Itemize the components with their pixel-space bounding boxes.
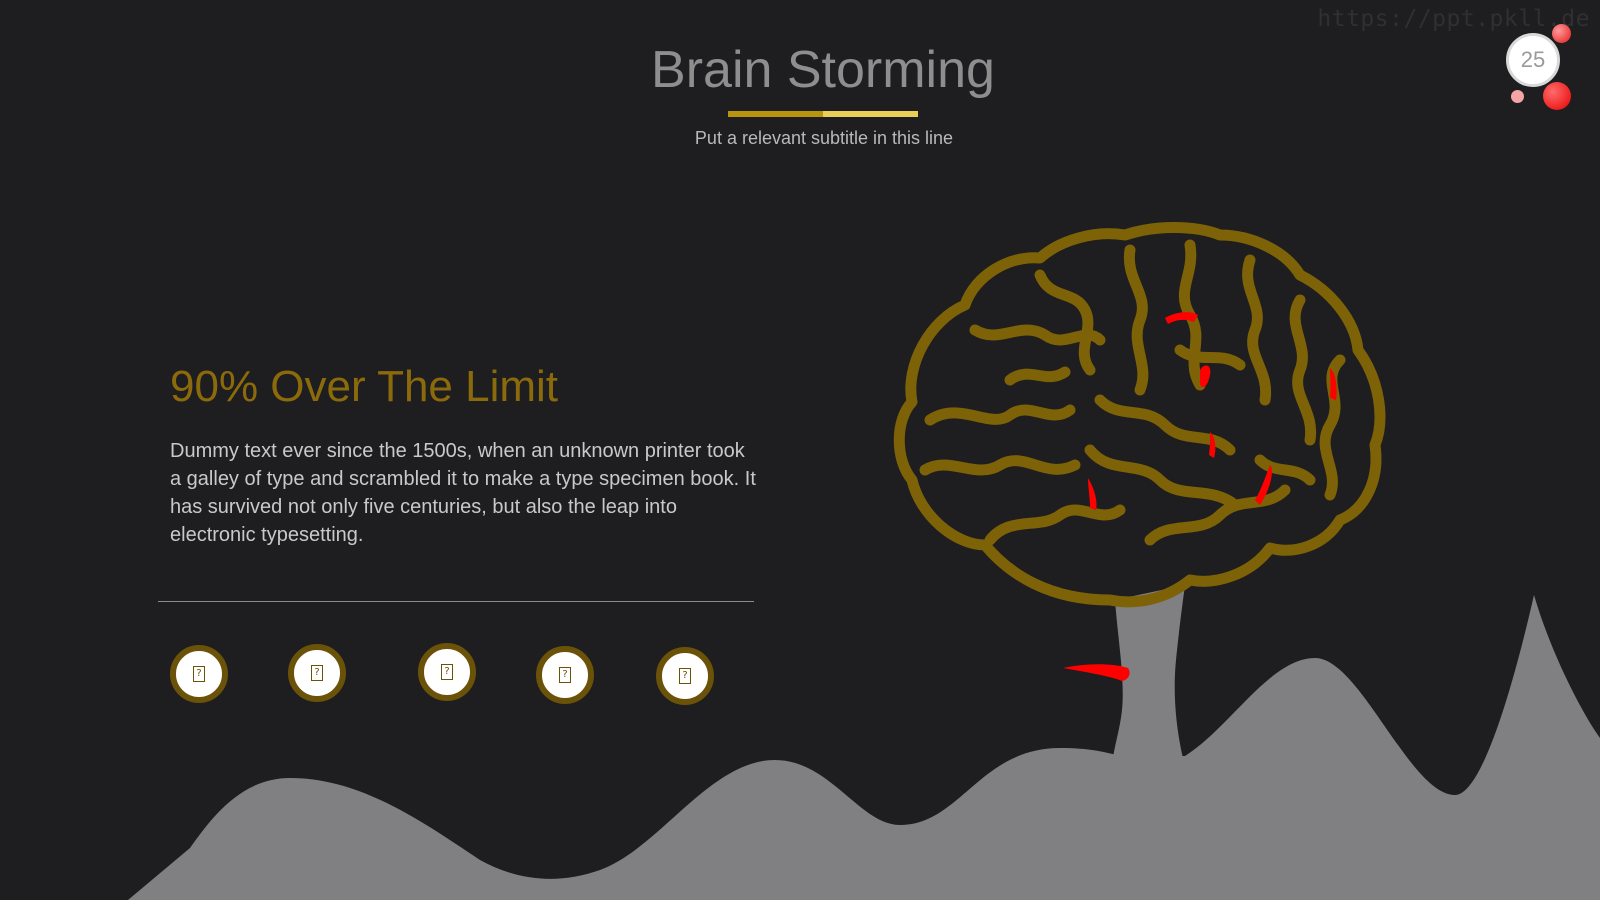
decor-dot-small [1552, 24, 1571, 43]
body-paragraph: Dummy text ever since the 1500s, when an… [170, 440, 756, 546]
icon-circle-5: ? [656, 647, 714, 705]
headline: 90% Over The Limit [170, 362, 559, 411]
missing-glyph-icon: ? [679, 668, 691, 684]
page-number-badge: 25 [1506, 33, 1560, 87]
icon-circle-1: ? [170, 645, 228, 703]
watermark-url: https://ppt.pkll.de [1317, 6, 1590, 32]
missing-glyph-icon: ? [193, 666, 205, 682]
slide-title: Brain Storming [651, 41, 995, 99]
missing-glyph-icon: ? [311, 665, 323, 681]
decor-dot-large [1543, 82, 1571, 110]
missing-glyph-icon: ? [559, 667, 571, 683]
underline-light-segment [823, 111, 918, 117]
divider-line [158, 601, 754, 602]
brain-red-highlights [1088, 312, 1337, 510]
red-branch-mark [1063, 664, 1130, 681]
icon-circle-2: ? [288, 644, 346, 702]
underline-dark-segment [728, 111, 823, 117]
icon-circle-4: ? [536, 646, 594, 704]
missing-glyph-icon: ? [441, 664, 453, 680]
decor-dot-pink [1511, 90, 1524, 103]
brain-shape [893, 222, 1386, 608]
icon-circle-3: ? [418, 643, 476, 701]
mountain-silhouette [128, 595, 1600, 900]
trunk [1112, 585, 1185, 766]
slide-subtitle: Put a relevant subtitle in this line [694, 128, 954, 148]
title-underline [728, 111, 918, 117]
